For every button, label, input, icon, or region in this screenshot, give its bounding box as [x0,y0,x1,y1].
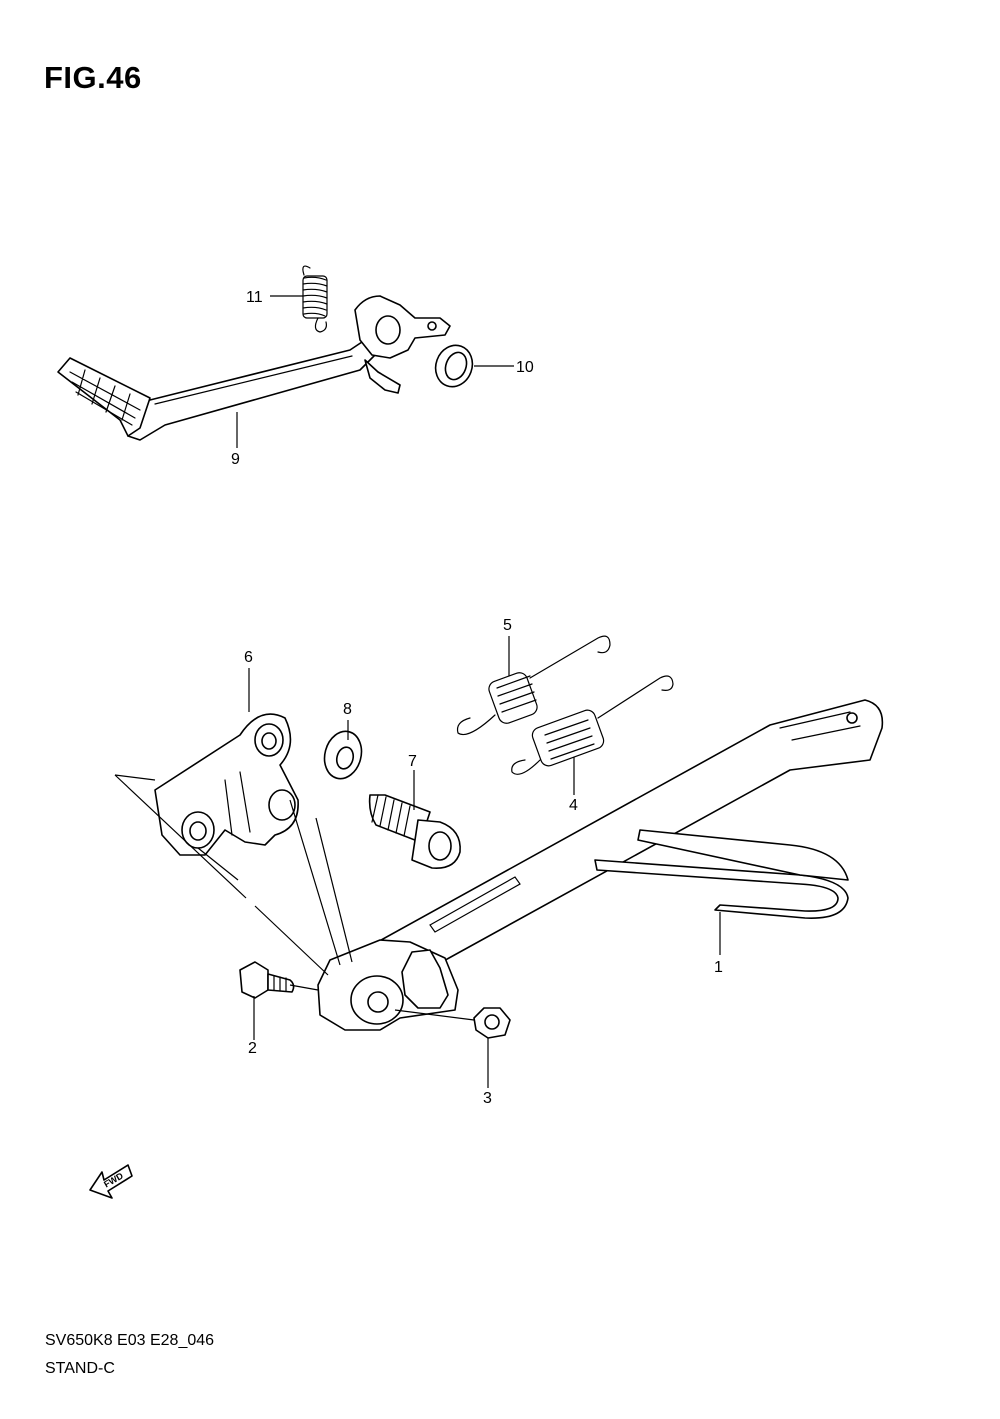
bolt-part-7 [368,794,461,869]
pedal-lever-part-9 [57,295,451,441]
fwd-arrow-icon: FWD [89,1164,133,1199]
callout-1: 1 [714,959,723,976]
spring-part-5 [456,635,611,736]
callout-9: 9 [231,451,240,468]
callout-8: 8 [343,701,352,718]
model-code: SV650K8 E03 E28_046 [45,1332,215,1349]
callout-2: 2 [248,1040,257,1057]
bolt-part-2 [239,961,295,999]
nut-part-3 [473,1007,511,1039]
spring-part-4 [511,675,674,775]
return-spring-part-11 [302,265,328,333]
callouts: 1 2 3 4 5 6 7 8 9 10 11 [231,289,723,1107]
section-name: STAND-C [45,1360,115,1377]
callout-3: 3 [483,1090,492,1107]
callout-10: 10 [516,359,534,376]
callout-7: 7 [408,753,417,770]
stand-part-1 [317,699,884,1031]
washer-part-10 [434,344,474,388]
callout-4: 4 [569,797,578,814]
figure-title: FIG.46 [44,60,142,95]
washer-part-8 [323,730,363,780]
callout-6: 6 [244,649,253,666]
callout-11: 11 [246,289,263,306]
leader-lines [114,295,721,1088]
bracket-part-6 [154,713,299,856]
callout-5: 5 [503,617,512,634]
